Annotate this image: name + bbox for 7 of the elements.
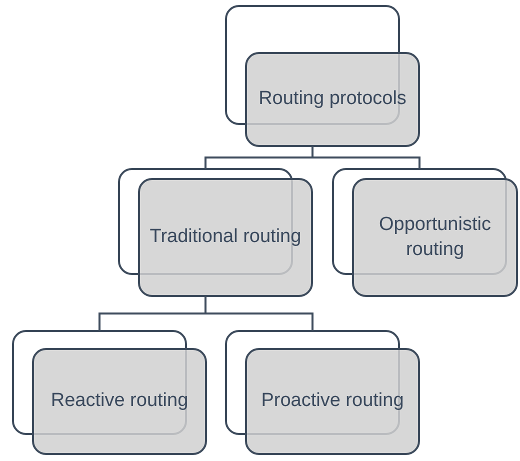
node-label: Opportunistic routing	[378, 212, 492, 262]
connector-line	[204, 297, 314, 330]
node-label: Traditional routing	[150, 225, 302, 250]
node-label: Routing protocols	[258, 87, 406, 112]
node-label: Proactive routing	[261, 389, 404, 414]
node-label: Reactive routing	[50, 389, 188, 414]
connector-line	[312, 147, 420, 168]
